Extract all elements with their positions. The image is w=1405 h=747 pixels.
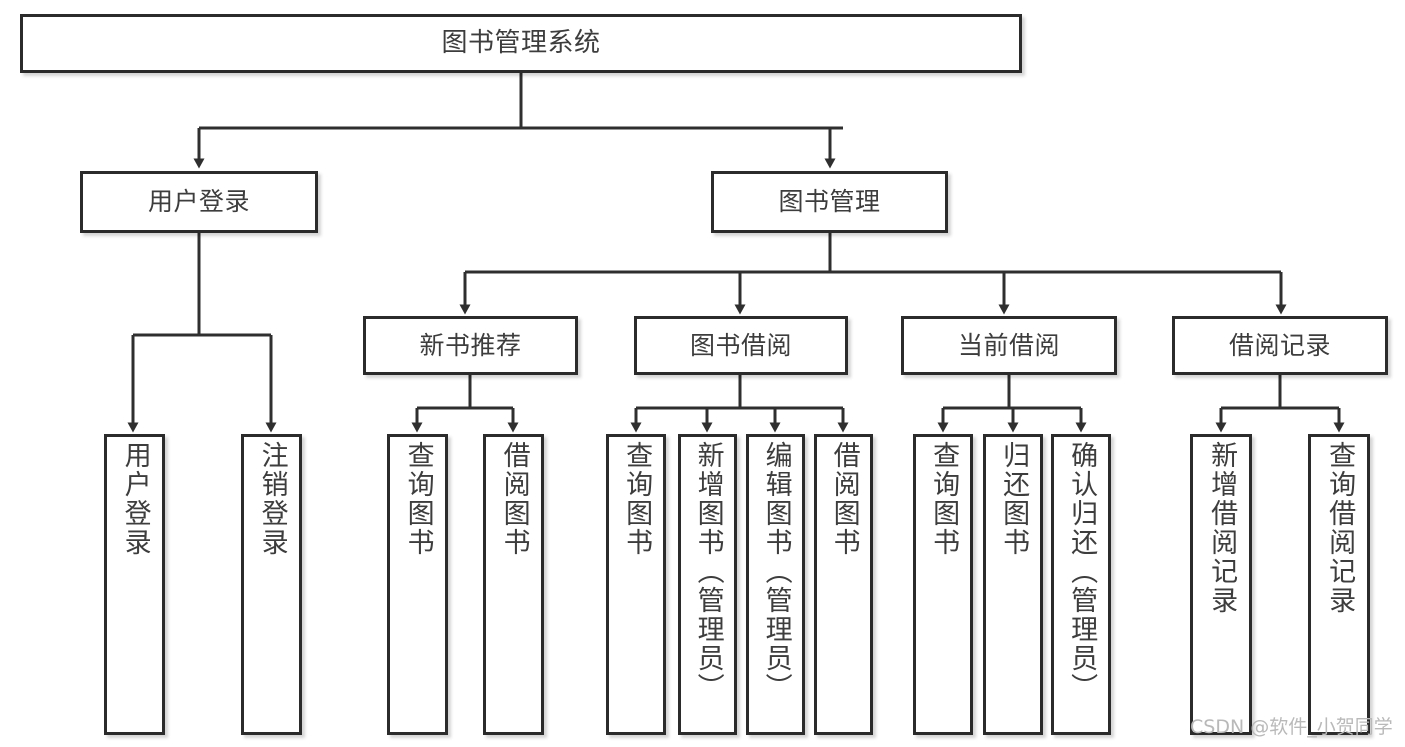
node-current-borrow-label: 当前借阅 [957, 330, 1060, 360]
leaf-query-book-recommend[interactable]: 查询图书 [387, 434, 448, 735]
node-book-management[interactable]: 图书管理 [711, 171, 948, 233]
leaf-query-book-borrow-label: 查询图书 [621, 441, 653, 557]
node-book-management-label: 图书管理 [778, 187, 881, 217]
leaf-logout-label: 注销登录 [256, 441, 288, 557]
leaf-user-login[interactable]: 用户登录 [104, 434, 165, 735]
leaf-edit-book-label: 编辑图书（管理员） [760, 441, 792, 702]
leaf-return-book-label: 归还图书 [998, 441, 1030, 557]
leaf-query-book-borrow[interactable]: 查询图书 [606, 434, 666, 735]
leaf-borrow-book-recommend[interactable]: 借阅图书 [483, 434, 544, 735]
node-root-label: 图书管理系统 [441, 28, 601, 59]
leaf-confirm-return[interactable]: 确认归还（管理员） [1051, 434, 1111, 735]
node-book-borrow[interactable]: 图书借阅 [634, 316, 848, 375]
leaf-query-book-current-label: 查询图书 [928, 441, 960, 557]
leaf-borrow-book-recommend-label: 借阅图书 [498, 441, 530, 557]
leaf-add-book-label: 新增图书（管理员） [692, 441, 724, 702]
leaf-logout[interactable]: 注销登录 [241, 434, 302, 735]
node-new-book-recommend[interactable]: 新书推荐 [363, 316, 578, 375]
node-user-login-label: 用户登录 [147, 187, 250, 217]
node-borrow-record[interactable]: 借阅记录 [1172, 316, 1388, 375]
leaf-return-book[interactable]: 归还图书 [983, 434, 1043, 735]
leaf-query-book-recommend-label: 查询图书 [402, 441, 434, 557]
leaf-borrow-book-label: 借阅图书 [828, 441, 860, 557]
leaf-add-book[interactable]: 新增图书（管理员） [678, 434, 737, 735]
leaf-user-login-label: 用户登录 [119, 441, 151, 557]
leaf-query-book-current[interactable]: 查询图书 [913, 434, 973, 735]
node-current-borrow[interactable]: 当前借阅 [901, 316, 1117, 375]
leaf-add-borrow-record-label: 新增借阅记录 [1206, 441, 1238, 615]
leaf-confirm-return-label: 确认归还（管理员） [1066, 441, 1098, 702]
leaf-query-borrow-record[interactable]: 查询借阅记录 [1308, 434, 1370, 735]
watermark-text: CSDN @软件_小贺同学 [1190, 716, 1393, 738]
node-new-book-recommend-label: 新书推荐 [419, 330, 522, 360]
leaf-query-borrow-record-label: 查询借阅记录 [1324, 441, 1356, 615]
node-root[interactable]: 图书管理系统 [20, 14, 1022, 73]
node-book-borrow-label: 图书借阅 [689, 330, 792, 360]
node-borrow-record-label: 借阅记录 [1228, 330, 1331, 360]
node-user-login[interactable]: 用户登录 [80, 171, 318, 233]
leaf-add-borrow-record[interactable]: 新增借阅记录 [1190, 434, 1252, 735]
leaf-borrow-book[interactable]: 借阅图书 [814, 434, 873, 735]
leaf-edit-book[interactable]: 编辑图书（管理员） [746, 434, 805, 735]
